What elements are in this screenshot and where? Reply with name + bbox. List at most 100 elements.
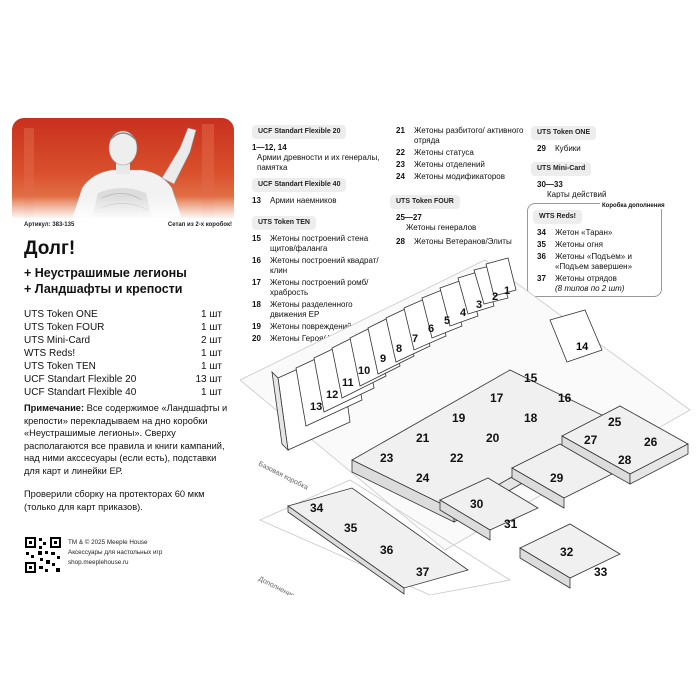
item-text: Жетоны Героя/ Нет офицера bbox=[270, 334, 377, 343]
item-qty: 1 шт bbox=[201, 361, 222, 372]
item-number: 13 bbox=[252, 196, 261, 205]
box-layout-diagram: Базовая коробка Дополнение 13 12 11 10 9… bbox=[240, 257, 691, 595]
divider-number: 12 bbox=[326, 389, 338, 401]
tile-number: 26 bbox=[644, 435, 658, 449]
item-qty: 1 шт bbox=[201, 348, 222, 359]
dice-tray bbox=[511, 443, 613, 509]
tile-number: 14 bbox=[576, 341, 589, 353]
list-item: 30—33 bbox=[531, 180, 661, 190]
setup-note: Сетап из 2-х коробок! bbox=[167, 222, 232, 228]
item-name: WTS Reds! bbox=[24, 348, 76, 359]
item-text: Жетоны разбитого/ активного отряда bbox=[414, 126, 524, 145]
item-number: 1—12, 14 bbox=[252, 143, 287, 152]
list-item-note: (8 типов по 2 шт) bbox=[533, 284, 659, 294]
tile-number: 21 bbox=[416, 431, 430, 445]
copyright: TM & © 2025 Meeple House bbox=[68, 539, 148, 546]
note-text: Все содержимое «Ландшафты и крепости» пе… bbox=[24, 403, 228, 476]
tile-number: 29 bbox=[550, 471, 564, 485]
addon-label: Дополнение bbox=[257, 576, 296, 595]
group-mini-card: UTS Mini-Card 30—33 Карты действий bbox=[531, 162, 661, 200]
item-name: UTS Mini-Card bbox=[24, 335, 91, 346]
item-number: 21 bbox=[396, 126, 405, 135]
tile-number: 35 bbox=[344, 521, 358, 535]
qr-code[interactable] bbox=[24, 536, 62, 574]
tile-number: 34 bbox=[310, 501, 324, 515]
tile-number: 24 bbox=[416, 471, 430, 485]
tile-number: 30 bbox=[470, 497, 484, 511]
item-text: Жетоны Ветеранов/Элиты bbox=[414, 237, 512, 246]
article-number: Артикул: 383-135 bbox=[24, 222, 75, 228]
tile-number: 36 bbox=[380, 543, 394, 557]
tile-number: 23 bbox=[380, 451, 394, 465]
divider-number: 11 bbox=[342, 377, 354, 389]
token-tray-four bbox=[561, 405, 689, 485]
item-number: 20 bbox=[252, 334, 261, 343]
divider-number: 5 bbox=[444, 315, 450, 327]
item-number: 35 bbox=[537, 240, 546, 249]
divider-number: 9 bbox=[380, 353, 386, 365]
item-text: Карты действий bbox=[547, 190, 607, 199]
tile-number: 25 bbox=[608, 415, 622, 429]
item-number: 24 bbox=[396, 172, 405, 181]
item-number: 15 bbox=[252, 234, 261, 243]
divider-number: 2 bbox=[492, 291, 498, 303]
divider-number: 10 bbox=[358, 365, 370, 377]
footer: TM & © 2025 Meeple House Аксессуары для … bbox=[68, 538, 162, 568]
tile-number: 18 bbox=[524, 411, 538, 425]
tile-number: 16 bbox=[558, 391, 572, 405]
item-text: Жетоны отрядов bbox=[555, 274, 617, 283]
divider-number: 3 bbox=[476, 299, 482, 311]
item-text: Жетоны генералов bbox=[406, 223, 477, 232]
reds-tray bbox=[287, 487, 469, 595]
group-label: UTS Mini-Card bbox=[531, 162, 592, 176]
item-text: (8 типов по 2 шт) bbox=[555, 284, 625, 293]
list-item: 18 Жетоны разделенного движения ЕР bbox=[252, 300, 380, 320]
subtitle-line-1: + Неустрашимые легионы bbox=[24, 266, 187, 280]
note-label: Примечание: bbox=[24, 403, 85, 413]
divider-1 bbox=[485, 257, 517, 297]
item-text: Жетоны разделенного движения ЕР bbox=[270, 300, 353, 319]
tile-number: 32 bbox=[560, 545, 574, 559]
group-label: UTS Token ONE bbox=[531, 126, 597, 140]
tile-number: 37 bbox=[416, 565, 430, 579]
group-label: UCF Standart Flexible 40 bbox=[252, 178, 347, 192]
tile-number: 27 bbox=[584, 433, 598, 447]
addon-box-frame bbox=[527, 203, 662, 297]
tile-number: 17 bbox=[490, 391, 504, 405]
item-text: Жетоны отделений bbox=[414, 160, 485, 169]
hero-fade bbox=[12, 196, 234, 220]
list-item-desc: Армии древности и их генералы, памятка bbox=[252, 153, 380, 173]
item-number: 18 bbox=[252, 300, 261, 309]
item-number: 25—27 bbox=[396, 213, 422, 222]
info-panel: Артикул: 383-135 Сетап из 2-х коробок! Д… bbox=[12, 118, 234, 586]
item-text: Жетоны модификаторов bbox=[414, 172, 505, 181]
addon-box-label: Коробка дополнения bbox=[600, 203, 667, 209]
item-text: Жетоны построений ромб/храбрость bbox=[270, 278, 369, 297]
group-label: UCF Standart Flexible 20 bbox=[252, 125, 347, 139]
divider-number: 6 bbox=[428, 323, 434, 335]
list-item: 25—27 bbox=[390, 213, 524, 223]
item-text: Жетоны статуса bbox=[414, 148, 474, 157]
divider-number: 1 bbox=[504, 285, 510, 297]
divider-numbers: 13 12 11 10 9 8 7 6 5 4 3 2 1 bbox=[310, 285, 510, 413]
list-item: 24 Жетоны модификаторов bbox=[396, 172, 524, 182]
website-link[interactable]: shop.meeplehouse.ru bbox=[68, 559, 129, 566]
tile-number: 19 bbox=[452, 411, 466, 425]
item-number: 22 bbox=[396, 148, 405, 157]
tagline: Аксессуары для настольных игр bbox=[68, 549, 163, 556]
item-qty: 1 шт bbox=[201, 309, 222, 320]
item-number: 36 bbox=[537, 252, 546, 261]
